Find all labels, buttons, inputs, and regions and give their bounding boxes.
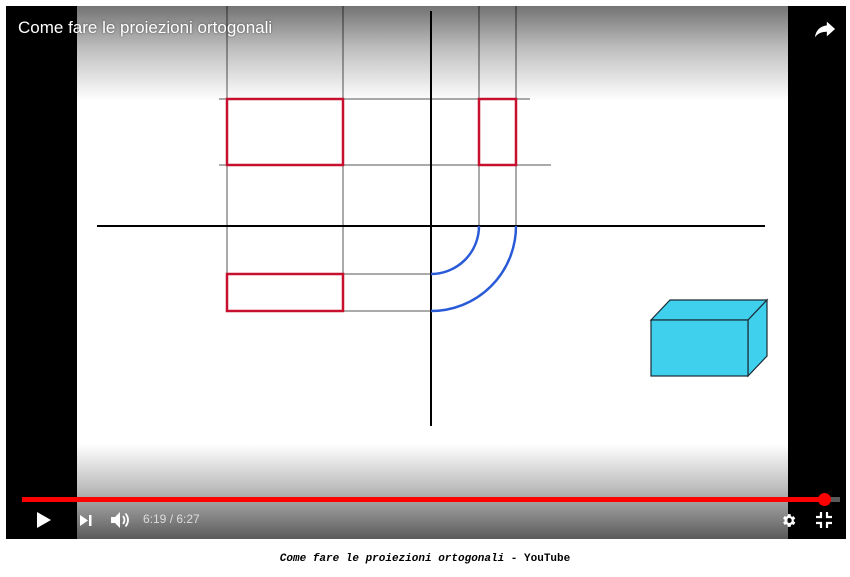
page-caption: Come fare le proiezioni ortogonali - You… — [0, 553, 850, 565]
progress-scrubber[interactable] — [817, 493, 831, 506]
transfer-arc-small — [430, 225, 481, 276]
side-view-rect — [477, 97, 518, 167]
front-view-rect — [225, 97, 345, 167]
share-arrow-icon[interactable] — [814, 18, 836, 40]
caption-site: YouTube — [524, 553, 571, 565]
caption-separator: - — [504, 553, 525, 565]
exit-fullscreen-icon[interactable] — [815, 511, 833, 529]
gear-icon[interactable] — [780, 512, 797, 529]
bottom-gradient — [6, 444, 846, 539]
progress-played — [22, 497, 824, 502]
caption-title: Come fare le proiezioni ortogonali — [279, 553, 505, 565]
transfer-arc-large — [430, 225, 518, 313]
video-player[interactable]: Come fare le proiezioni ortogonali 6:19 … — [6, 6, 846, 539]
cube-3d-icon — [649, 298, 769, 378]
time-display: 6:19 / 6:27 — [143, 512, 200, 526]
cube-front-face — [650, 319, 749, 377]
top-gradient — [6, 6, 846, 101]
play-icon[interactable] — [36, 511, 52, 529]
top-view-rect — [225, 272, 345, 313]
next-icon[interactable] — [79, 514, 93, 527]
progress-bar[interactable] — [22, 493, 840, 506]
video-title[interactable]: Come fare le proiezioni ortogonali — [18, 18, 273, 37]
volume-icon[interactable] — [110, 511, 132, 529]
cube-top-face — [649, 299, 769, 321]
